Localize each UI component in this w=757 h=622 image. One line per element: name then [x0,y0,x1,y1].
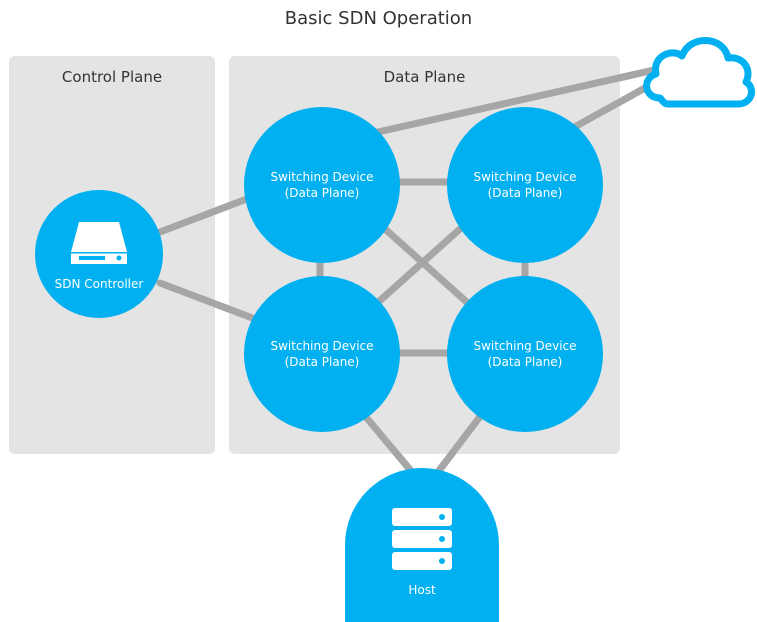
switching-device-4: Switching Device (Data Plane) [447,276,603,432]
link-cloud-switch-1 [316,58,694,149]
control-plane-label: Control Plane [61,68,163,86]
diagram-title: Basic SDN Operation [284,8,473,29]
switching-device-3: Switching Device (Data Plane) [244,276,400,432]
switching-device-1-label: Switching Device (Data Plane) [270,170,374,200]
link-switch-3-host [356,406,416,476]
link-controller-switch-3 [156,279,267,326]
host-node: Host [345,468,499,622]
link-switch-2-3 [371,216,474,309]
switching-device-1: Switching Device (Data Plane) [244,107,400,263]
host-label: Host [408,583,436,597]
switching-device-2-label: Switching Device (Data Plane) [473,170,577,200]
sdn-controller-label: SDN Controller [54,277,144,291]
cloud-icon [643,37,756,108]
data-plane-label: Data Plane [383,68,466,86]
link-switch-4-host [434,406,489,476]
server-stack-icon [392,508,452,570]
switching-device-4-label: Switching Device (Data Plane) [473,339,577,369]
link-controller-switch-1 [156,190,264,236]
switching-device-3-label: Switching Device (Data Plane) [270,339,374,369]
switching-device-2: Switching Device (Data Plane) [447,107,603,263]
sdn-controller-node: SDN Controller [35,190,163,318]
controller-device-icon [71,222,127,264]
